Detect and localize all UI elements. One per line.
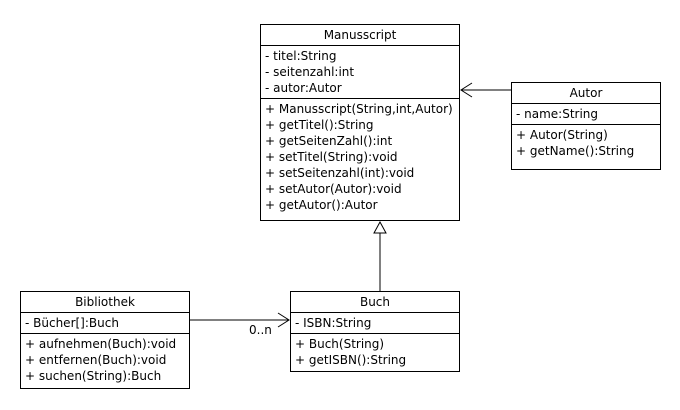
methods-section: + Buch(String) + getISBN():String [291, 334, 459, 370]
class-name: Autor [512, 83, 660, 104]
class-bibliothek[interactable]: Bibliothek - Bücher[]:Buch + aufnehmen(B… [20, 291, 190, 389]
attributes-section: - name:String [512, 104, 660, 125]
method: + getAutor():Autor [265, 198, 378, 212]
inheritance-triangle [373, 220, 387, 234]
open-arrowhead [277, 312, 290, 328]
attributes-section: - Bücher[]:Buch [21, 313, 189, 334]
attribute: - titel:String [265, 49, 337, 63]
method: + Manusscript(String,int,Autor) [265, 102, 453, 116]
class-name: Manusscript [261, 25, 459, 46]
methods-section: + Autor(String) + getName():String [512, 125, 660, 161]
method: + getSeitenZahl():int [265, 134, 393, 148]
method: + Autor(String) [516, 128, 608, 142]
method: + setAutor(Autor):void [265, 182, 402, 196]
method: + suchen(String):Buch [25, 369, 162, 383]
open-arrowhead [460, 82, 473, 98]
class-autor[interactable]: Autor - name:String + Autor(String) + ge… [511, 82, 661, 170]
attribute: - seitenzahl:int [265, 65, 355, 79]
attribute: - ISBN:String [295, 316, 372, 330]
method: + Buch(String) [295, 337, 385, 351]
method: + setTitel(String):void [265, 150, 398, 164]
method: + getTitel():String [265, 118, 374, 132]
class-manusscript[interactable]: Manusscript - titel:String - seitenzahl:… [260, 24, 460, 221]
methods-section: + aufnehmen(Buch):void + entfernen(Buch)… [21, 334, 189, 386]
class-name: Bibliothek [21, 292, 189, 313]
attribute: - name:String [516, 107, 599, 121]
attributes-section: - ISBN:String [291, 313, 459, 334]
method: + aufnehmen(Buch):void [25, 337, 177, 351]
attributes-section: - titel:String - seitenzahl:int - autor:… [261, 46, 459, 99]
class-buch[interactable]: Buch - ISBN:String + Buch(String) + getI… [290, 291, 460, 372]
method: + getISBN():String [295, 353, 407, 367]
multiplicity-label: 0..n [249, 323, 272, 337]
method: + getName():String [516, 144, 635, 158]
attribute: - Bücher[]:Buch [25, 316, 119, 330]
methods-section: + Manusscript(String,int,Autor) + getTit… [261, 99, 459, 215]
class-name: Buch [291, 292, 459, 313]
method: + entfernen(Buch):void [25, 353, 167, 367]
attribute: - autor:Autor [265, 81, 342, 95]
method: + setSeitenzahl(int):void [265, 166, 415, 180]
